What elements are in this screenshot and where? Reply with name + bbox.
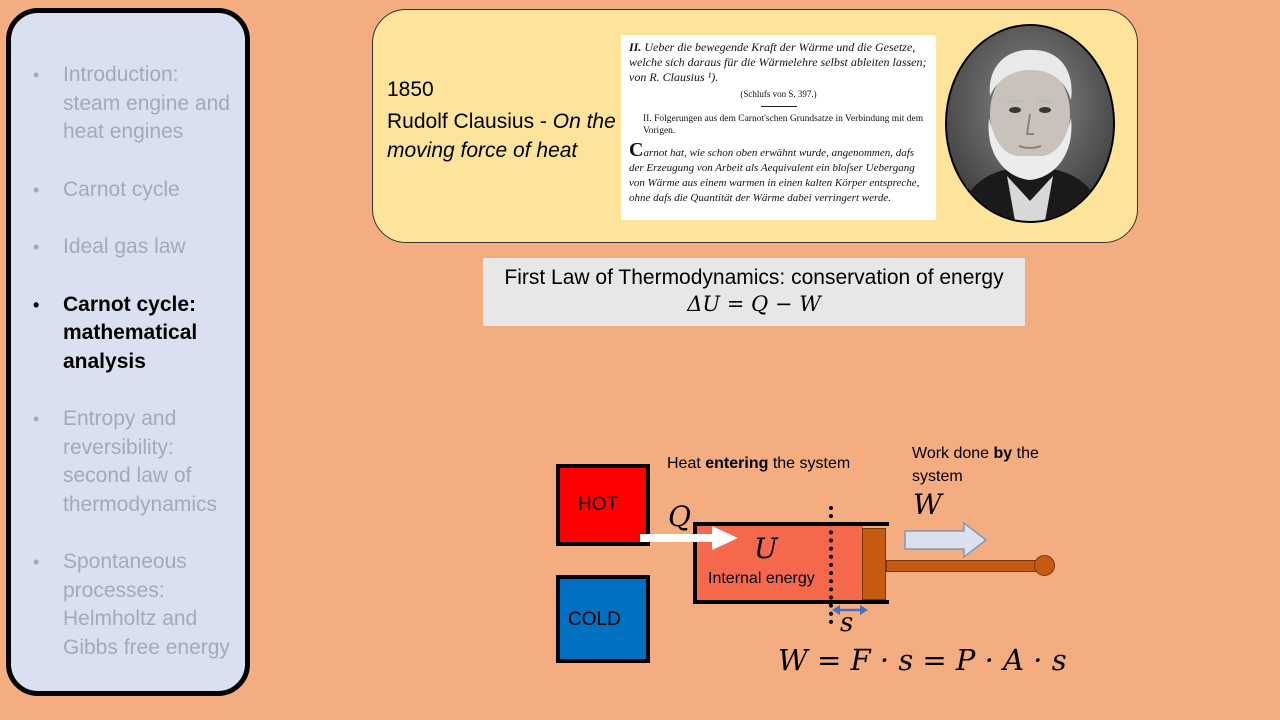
- outline-item-free-energy[interactable]: Spontaneous processes: Helmholtz and Gib…: [31, 548, 231, 662]
- work-done-label: Work done by the system: [912, 442, 1080, 488]
- piston-rod-end: [1034, 555, 1055, 576]
- displacement-symbol: s: [840, 608, 854, 638]
- outline-item-ideal-gas-law[interactable]: Ideal gas law: [31, 233, 231, 262]
- paper-heading-text: Ueber die bewegende Kraft der Wärme und …: [629, 40, 927, 84]
- hot-reservoir: HOT: [556, 464, 650, 546]
- portrait-drawing: [947, 26, 1113, 221]
- piston-rod: [886, 560, 1040, 572]
- cold-reservoir: COLD: [556, 575, 650, 663]
- clausius-card: 1850 Rudolf Clausius - On the moving for…: [372, 9, 1138, 243]
- first-law-box: First Law of Thermodynamics: conservatio…: [483, 258, 1025, 326]
- author-name: Rudolf Clausius -: [387, 110, 553, 133]
- work-output-arrow-icon: [904, 522, 988, 558]
- outline-item-entropy[interactable]: Entropy and reversibility: second law of…: [31, 405, 231, 519]
- clausius-portrait: [945, 24, 1115, 223]
- cylinder-top-wall: [693, 522, 889, 526]
- cylinder-bottom-wall: [693, 600, 889, 604]
- work-text-part1: Work done: [912, 445, 994, 462]
- paper-body: Carnot hat, wie schon oben erwähnt wurde…: [629, 140, 928, 206]
- first-law-equation: ΔU = Q − W: [687, 292, 821, 316]
- cylinder-left-wall: [693, 522, 697, 604]
- paper-subheading: II. Folgerungen aus dem Carnot'schen Gru…: [629, 113, 928, 137]
- outline-item-carnot-cycle[interactable]: Carnot cycle: [31, 176, 231, 205]
- work-symbol: W: [913, 488, 942, 521]
- author-line: Rudolf Clausius - On the moving force of…: [387, 107, 627, 165]
- paper-rule: [760, 106, 797, 107]
- internal-energy-symbol: U: [754, 532, 778, 565]
- paper-note: (Schlufs von S. 397.): [740, 89, 817, 99]
- first-law-title: First Law of Thermodynamics: conservatio…: [504, 266, 1004, 289]
- heat-symbol: Q: [668, 500, 691, 533]
- paper-sub-number: II.: [643, 114, 652, 124]
- sidebar-outline: Introduction: steam engine and heat engi…: [6, 8, 250, 696]
- paper-excerpt-image: II. Ueber die bewegende Kraft der Wärme …: [621, 35, 936, 220]
- heat-text-part2: the system: [768, 455, 851, 472]
- displacement-arrow-icon: [832, 605, 868, 615]
- initial-piston-position-line: [829, 506, 833, 624]
- paper-dropcap: C: [629, 139, 644, 161]
- work-title: On the moving force of heat: [387, 110, 616, 162]
- year-label: 1850: [387, 78, 434, 101]
- paper-heading-number: II.: [629, 40, 642, 54]
- heat-text-bold: entering: [705, 455, 769, 472]
- paper-heading: II. Ueber die bewegende Kraft der Wärme …: [629, 40, 928, 85]
- piston: [862, 528, 886, 600]
- outline-list: Introduction: steam engine and heat engi…: [31, 61, 231, 662]
- outline-item-carnot-math[interactable]: Carnot cycle: mathematical analysis: [31, 291, 231, 377]
- heat-text-part1: Heat: [667, 455, 706, 472]
- work-equation: W = F · s = P · A · s: [778, 643, 1067, 677]
- heat-entering-label: Heat entering the system: [667, 452, 850, 475]
- heat-flow-arrow-icon: [640, 526, 738, 550]
- paper-sub-text: Folgerungen aus dem Carnot'schen Grundsa…: [643, 114, 924, 136]
- work-text-bold: by: [993, 445, 1013, 462]
- heat-engine-diagram: HOT COLD Heat entering the system Work d…: [540, 440, 1080, 690]
- outline-item-introduction[interactable]: Introduction: steam engine and heat engi…: [31, 61, 231, 147]
- work-text-part2: the system: [912, 445, 1039, 485]
- internal-energy-label: Internal energy: [708, 570, 815, 587]
- paper-body-text: arnot hat, wie schon oben erwähnt wurde,…: [629, 147, 920, 204]
